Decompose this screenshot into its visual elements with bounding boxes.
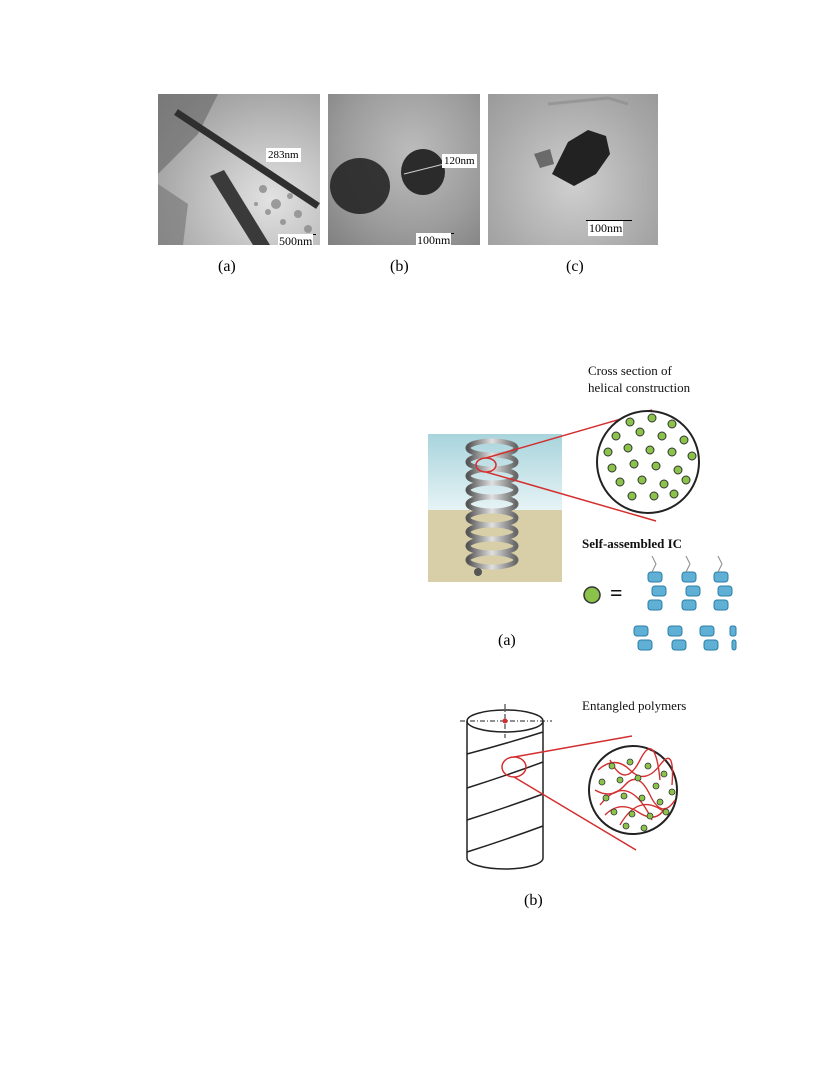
entangled-dots: [598, 758, 676, 832]
caption-panel-b: (b): [390, 258, 409, 275]
panel-b-scale-label: 100nm: [416, 233, 452, 245]
panel-c-scale-label: 100nm: [588, 221, 624, 236]
ic-molecules: [633, 571, 737, 651]
panel-a-callout: 283nm: [266, 148, 301, 162]
cross-section-label-line2: helical construction: [588, 380, 691, 395]
cross-section-dots: [603, 413, 697, 501]
tem-panel-a: 283nm 500nm: [158, 94, 320, 245]
ic-molecule-tails: [651, 555, 723, 573]
tem-panel-c: 100nm: [488, 94, 658, 245]
cross-section-label-line1: Cross section of: [588, 363, 672, 378]
panel-c-scalebar: [586, 220, 632, 221]
tem-panel-c-image: [534, 96, 629, 186]
tem-panel-b: 120nm 100nm: [328, 94, 480, 245]
tem-panel-b-image: [330, 149, 445, 214]
cylinder-zoom-marker: [501, 756, 527, 778]
cross-section-circle: [596, 410, 700, 514]
caption-cylinder: (b): [524, 892, 543, 909]
helix-coil: [465, 438, 519, 570]
caption-helix: (a): [498, 632, 516, 649]
caption-panel-a: (a): [218, 258, 236, 275]
panel-a-scale-label: 500nm: [278, 234, 314, 245]
ic-legend-dot: [583, 586, 601, 604]
ic-label: Self-assembled IC: [582, 536, 683, 551]
tem-panel-a-image: [158, 94, 320, 245]
caption-panel-c: (c): [566, 258, 584, 275]
entangled-cross-section: [588, 745, 678, 835]
panel-b-callout: 120nm: [442, 154, 477, 168]
entangled-polymers-label: Entangled polymers: [582, 698, 687, 713]
ic-equals: =: [610, 580, 623, 605]
helix-background-sand: [428, 510, 562, 582]
